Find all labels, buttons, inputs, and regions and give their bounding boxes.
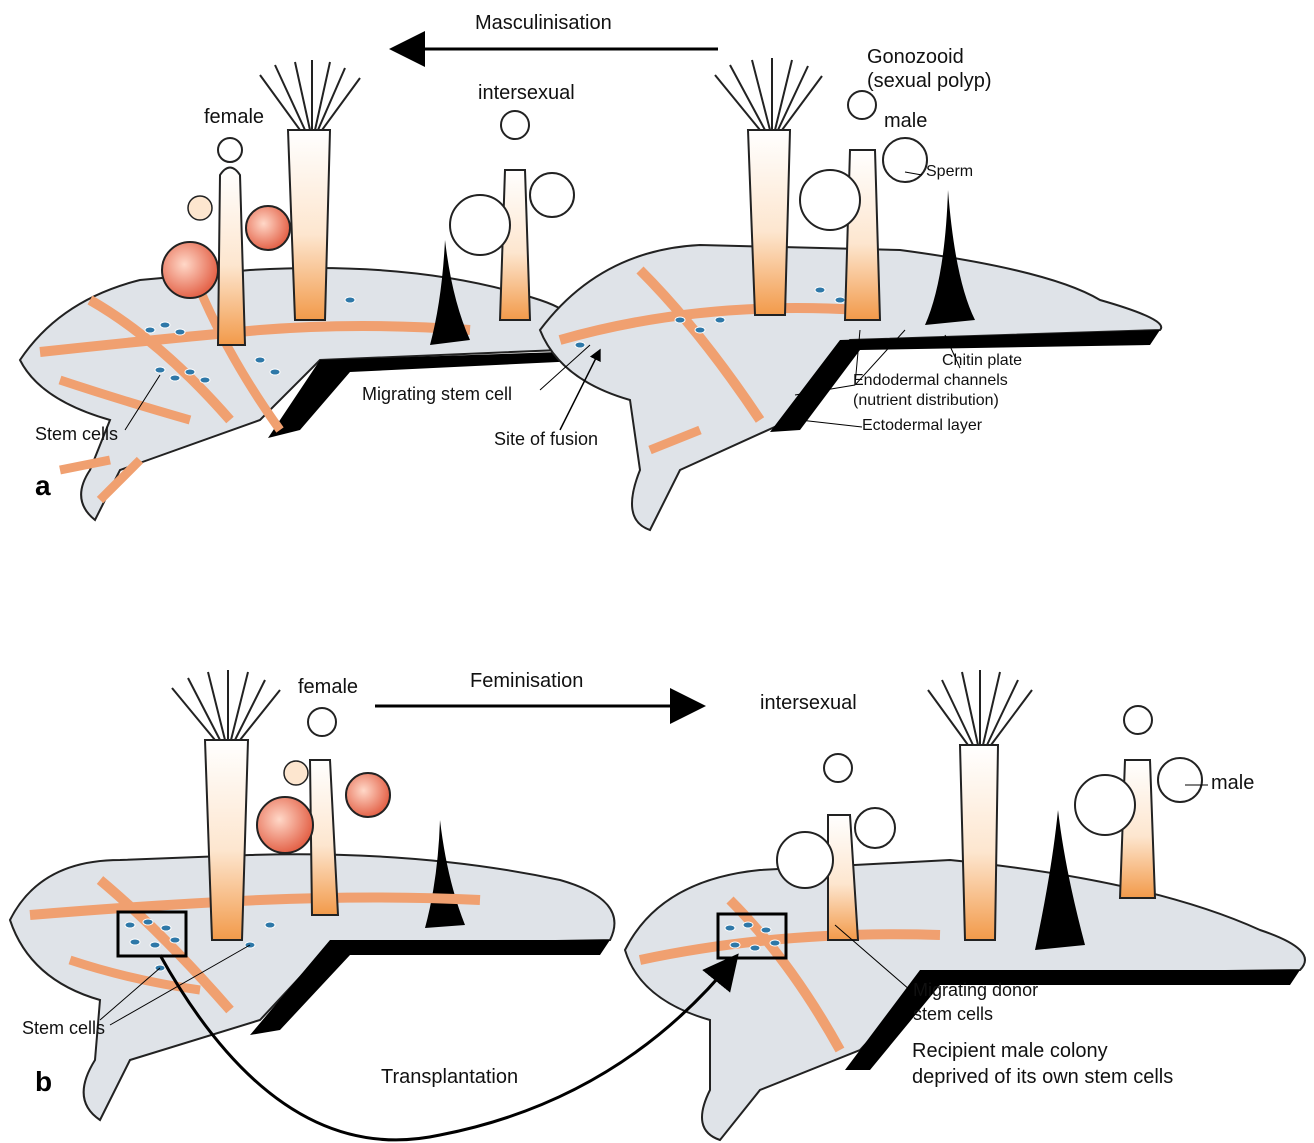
panel-letter-b: b [35,1066,52,1098]
stem-cells-label-a: Stem cells [35,424,118,445]
panel-b-male-gonozooid [1075,706,1202,898]
male-label-b: male [1211,772,1254,795]
intersexual-label-b: intersexual [760,692,857,715]
recipient-label-line2: deprived of its own stem cells [912,1066,1173,1089]
migrating-donor-label-line2: stem cells [913,1004,993,1025]
recipient-label-line1: Recipient male colony [912,1040,1108,1063]
migrating-donor-label-line1: Migrating donor [913,980,1038,1001]
panel-letter-a: a [35,470,51,502]
stem-cells-label-b: Stem cells [22,1018,105,1039]
migrating-stem-cell-label: Migrating stem cell [362,384,512,405]
male-label-a: male [884,110,927,133]
intersexual-label-a: intersexual [478,82,575,105]
female-label-a: female [204,106,264,129]
sperm-label: Sperm [926,163,973,181]
chitin-plate-label: Chitin plate [942,352,1022,370]
feminisation-label: Feminisation [470,670,583,693]
female-label-b: female [298,676,358,699]
endodermal-label-line2: (nutrient distribution) [853,392,999,410]
gonozooid-label-line2: (sexual polyp) [867,70,992,93]
masculinisation-label: Masculinisation [475,12,612,35]
endodermal-label-line1: Endodermal channels [853,372,1008,390]
gonozooid-label-line1: Gonozooid [867,46,964,69]
ectodermal-label: Ectodermal layer [862,417,982,435]
site-of-fusion-label: Site of fusion [494,429,598,450]
transplantation-label: Transplantation [381,1066,518,1089]
